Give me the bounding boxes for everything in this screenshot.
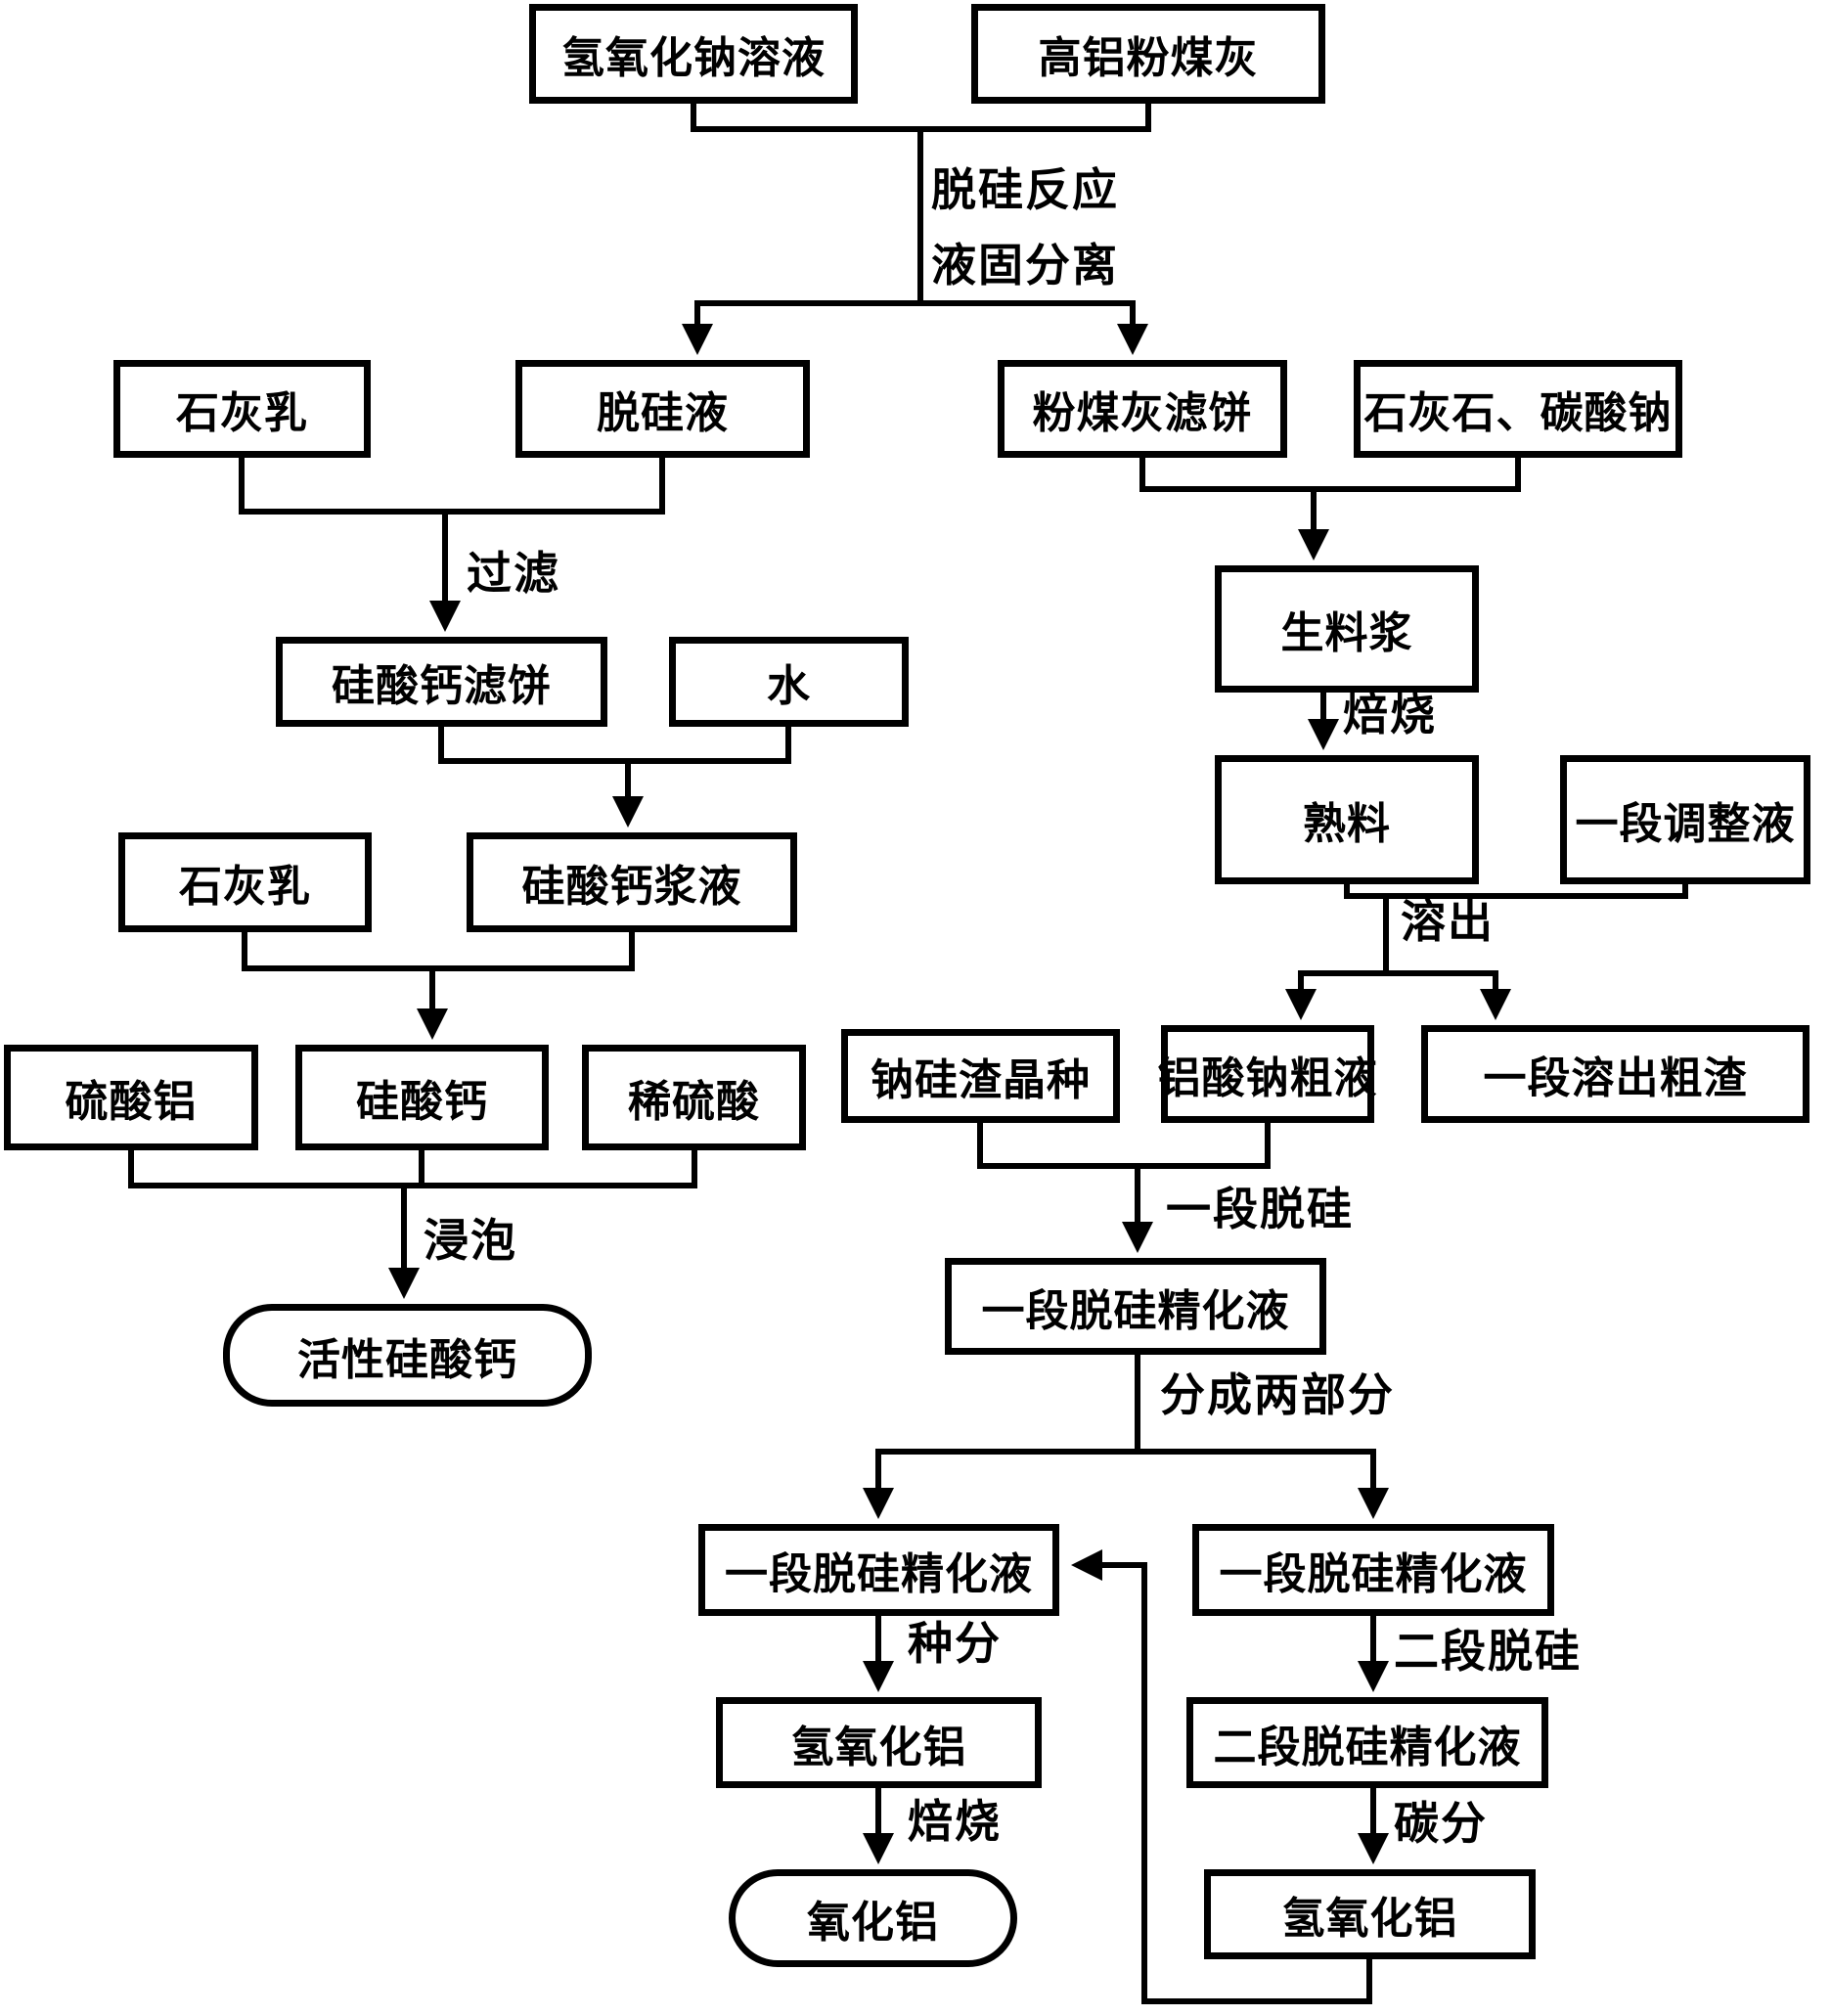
- edge-label-split-two-parts: 分成两部分: [1160, 1368, 1395, 1421]
- flow-arrowhead: [1285, 989, 1317, 1020]
- flow-box-label-flyash-cake: 粉煤灰滤饼: [1032, 388, 1253, 438]
- flow-box-label-casio3-cake: 硅酸钙滤饼: [332, 661, 552, 711]
- flow-arrowhead: [1358, 1488, 1389, 1519]
- flow-arrowhead: [429, 601, 461, 632]
- flow-arrowhead: [1358, 1833, 1389, 1864]
- flow-box-limestone-soda: 石灰石、碳酸钠: [1354, 360, 1682, 458]
- flow-box-crude-aluminate: 铝酸钠粗液: [1158, 1025, 1377, 1123]
- flow-box-label-adjust-liquid: 一段调整液: [1575, 799, 1796, 849]
- flow-box-label-refined1: 一段脱硅精化液: [981, 1285, 1290, 1336]
- flow-arrowhead: [1071, 1549, 1102, 1581]
- flow-box-label-leach-residue: 一段溶出粗渣: [1483, 1053, 1748, 1103]
- edge-label-roast1: 焙烧: [1343, 688, 1437, 740]
- flow-box-al-sulfate: 硫酸铝: [4, 1045, 258, 1150]
- edge-label-liquid-solid-separation: 液固分离: [931, 239, 1119, 291]
- flow-box-alumina: 氧化铝: [729, 1869, 1017, 1967]
- flow-box-label-flyash: 高铝粉煤灰: [1038, 33, 1259, 83]
- flow-box-label-na-si-seed: 钠硅渣晶种: [871, 1055, 1091, 1105]
- flow-edge: [239, 455, 665, 515]
- flow-box-label-al-sulfate: 硫酸铝: [65, 1077, 198, 1127]
- edge-label-soak: 浸泡: [424, 1214, 517, 1267]
- flow-box-label-clinker: 熟料: [1303, 799, 1391, 849]
- flow-box-label-casio3-slurry: 硅酸钙浆液: [521, 862, 742, 912]
- edge-label-stage2-desilication: 二段脱硅: [1394, 1625, 1582, 1678]
- flow-box-label-lime2: 石灰乳: [179, 862, 311, 912]
- flow-arrowhead: [612, 796, 644, 828]
- flow-box-label-refined2: 二段脱硅精化液: [1213, 1722, 1522, 1772]
- flow-box-casio3-slurry: 硅酸钙浆液: [467, 832, 797, 932]
- flow-edge: [1139, 455, 1521, 492]
- flow-arrowhead: [863, 1488, 894, 1519]
- flow-edge: [691, 101, 1151, 132]
- flow-arrowhead: [1358, 1661, 1389, 1692]
- edge-label-stage1-desilication: 一段脱硅: [1166, 1183, 1354, 1235]
- flow-edge: [1344, 881, 1688, 899]
- flow-box-desil-liquid: 脱硅液: [515, 360, 810, 458]
- flow-box-aloh-right: 氢氧化铝: [1204, 1869, 1536, 1959]
- flow-box-casio3: 硅酸钙: [295, 1045, 549, 1150]
- flow-arrowhead: [1298, 529, 1329, 560]
- flow-box-adjust-liquid: 一段调整液: [1560, 755, 1810, 884]
- flow-arrowhead: [863, 1833, 894, 1864]
- edge-label-desilication-reaction: 脱硅反应: [931, 163, 1119, 216]
- flow-box-lime1: 石灰乳: [113, 360, 371, 458]
- flow-box-naoh: 氢氧化钠溶液: [529, 4, 858, 104]
- flow-box-flyash: 高铝粉煤灰: [971, 4, 1325, 104]
- flow-box-water: 水: [669, 637, 909, 727]
- flow-box-refined2: 二段脱硅精化液: [1186, 1697, 1548, 1788]
- flow-box-active-casio3: 活性硅酸钙: [223, 1304, 592, 1407]
- flow-edge: [242, 929, 635, 971]
- flow-arrowhead: [1308, 719, 1339, 750]
- edge-label-filter: 过滤: [467, 547, 560, 600]
- flow-edge: [1099, 1562, 1372, 2004]
- flow-edge: [438, 724, 791, 764]
- flow-arrowhead: [417, 1008, 448, 1040]
- flow-box-dilute-h2so4: 稀硫酸: [582, 1045, 806, 1150]
- flow-box-label-desil-liquid: 脱硅液: [597, 388, 729, 438]
- edge-label-seed-precipitation: 种分: [908, 1617, 1002, 1670]
- flow-arrowhead: [682, 324, 713, 355]
- flow-box-refined1-left: 一段脱硅精化液: [698, 1524, 1059, 1616]
- flow-arrowhead: [388, 1268, 420, 1299]
- flow-arrowhead: [1122, 1222, 1153, 1253]
- edge-label-roast2: 焙烧: [908, 1795, 1002, 1848]
- flow-box-label-aloh-right: 氢氧化铝: [1281, 1894, 1458, 1944]
- flow-box-label-aloh-left: 氢氧化铝: [790, 1722, 967, 1772]
- flow-box-refined1: 一段脱硅精化液: [945, 1258, 1326, 1355]
- flow-box-label-refined1-right: 一段脱硅精化液: [1219, 1549, 1528, 1599]
- flow-box-refined1-right: 一段脱硅精化液: [1192, 1524, 1554, 1616]
- flow-box-leach-residue: 一段溶出粗渣: [1421, 1025, 1809, 1123]
- flow-box-flyash-cake: 粉煤灰滤饼: [998, 360, 1287, 458]
- flow-box-aloh-left: 氢氧化铝: [716, 1697, 1042, 1788]
- flow-box-label-raw-slurry: 生料浆: [1280, 608, 1413, 658]
- flow-arrowhead: [1117, 324, 1148, 355]
- flow-edge: [128, 1147, 697, 1188]
- flow-box-label-refined1-left: 一段脱硅精化液: [725, 1549, 1033, 1599]
- edge-label-carbonation: 碳分: [1394, 1797, 1488, 1850]
- flow-box-casio3-cake: 硅酸钙滤饼: [276, 637, 607, 727]
- flow-box-lime2: 石灰乳: [118, 832, 372, 932]
- flow-box-label-casio3: 硅酸钙: [356, 1077, 488, 1127]
- flow-box-label-dilute-h2so4: 稀硫酸: [628, 1077, 760, 1127]
- flow-arrowhead: [863, 1661, 894, 1692]
- flow-box-raw-slurry: 生料浆: [1215, 565, 1479, 693]
- flow-box-label-crude-aluminate: 铝酸钠粗液: [1157, 1053, 1378, 1103]
- flow-box-label-lime1: 石灰乳: [176, 388, 308, 438]
- flow-box-label-naoh: 氢氧化钠溶液: [561, 33, 826, 83]
- flow-box-label-alumina: 氧化铝: [807, 1898, 939, 1948]
- flow-box-label-limestone-soda: 石灰石、碳酸钠: [1363, 388, 1673, 438]
- edge-label-leach: 溶出: [1401, 895, 1495, 948]
- flow-box-label-water: 水: [767, 661, 811, 711]
- flow-box-label-active-casio3: 活性硅酸钙: [297, 1334, 517, 1385]
- flow-box-clinker: 熟料: [1215, 755, 1479, 884]
- flow-arrowhead: [1480, 989, 1511, 1020]
- flow-box-na-si-seed: 钠硅渣晶种: [841, 1029, 1120, 1123]
- flow-edge: [977, 1120, 1271, 1169]
